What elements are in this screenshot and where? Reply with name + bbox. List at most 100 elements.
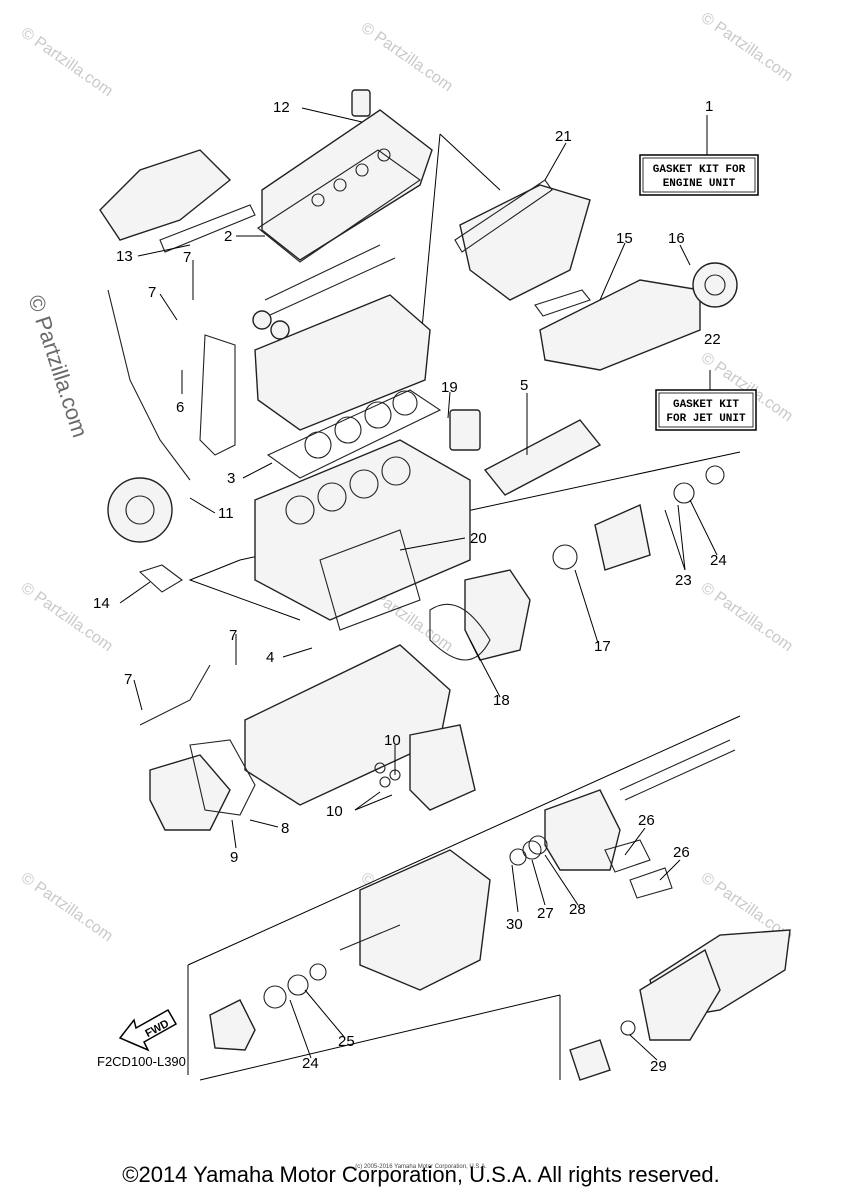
frame-lines — [187, 133, 741, 1081]
part-label-22: 22 — [704, 331, 721, 348]
bearing-housing — [544, 789, 621, 871]
part-label-28: 28 — [569, 901, 586, 918]
part-label-24: 24 — [710, 552, 727, 569]
oil-seal-24 — [673, 482, 695, 504]
part-label-12: 12 — [273, 99, 290, 116]
parts — [99, 89, 791, 1081]
crankcase-gasket — [319, 529, 421, 631]
drive-shaft — [624, 749, 736, 801]
part-label-13: 13 — [116, 248, 133, 265]
part-label-20: 20 — [470, 530, 487, 547]
part-label-25: 25 — [338, 1033, 355, 1050]
pump-gasket-8 — [189, 739, 256, 816]
part-label-3: 3 — [227, 470, 235, 487]
part-label-18: 18 — [493, 692, 510, 709]
watermark: © Partzilla.com — [698, 9, 796, 85]
part-label-7c: 7 — [229, 627, 237, 644]
side-cover — [483, 419, 602, 496]
fwd-arrow: FWD — [118, 1008, 178, 1052]
kit-engine-line1: GASKET KIT FOR — [653, 164, 746, 176]
camshaft — [269, 257, 396, 316]
nozzle-housing — [639, 948, 721, 1041]
part-label-7b: 7 — [148, 284, 156, 301]
o-ring-29 — [620, 1020, 636, 1036]
watermark-large: © Partzilla.com — [23, 292, 93, 441]
kit-box-jet: GASKET KIT FOR JET UNIT — [655, 389, 757, 431]
cylinder-head-gasket — [266, 389, 442, 479]
part-label-5: 5 — [520, 377, 528, 394]
part-label-2: 2 — [224, 228, 232, 245]
part-label-15: 15 — [616, 230, 633, 247]
watermark: © Partzilla.com — [18, 579, 116, 655]
part-label-8: 8 — [281, 820, 289, 837]
part-label-19: 19 — [441, 379, 458, 396]
part-label-10b: 10 — [326, 803, 343, 820]
part-label-16: 16 — [668, 230, 685, 247]
gasket-15 — [534, 289, 591, 317]
part-label-30: 30 — [506, 916, 523, 933]
oil-seal-24-lower — [263, 985, 287, 1009]
jet-pump-housing — [359, 849, 491, 991]
gasket-14 — [138, 564, 183, 593]
kit-jet-line1: GASKET KIT — [673, 399, 739, 411]
part-label-17: 17 — [594, 638, 611, 655]
watermark: © Partzilla.com — [358, 19, 456, 95]
exhaust-gasket — [454, 179, 553, 253]
diagram-code: F2CD100-L390 — [97, 1054, 186, 1069]
camshaft — [264, 244, 381, 301]
cover-gasket-18 — [429, 603, 491, 661]
thermostat-housing — [449, 409, 481, 451]
intake-gasket — [159, 204, 256, 253]
kit-jet-line2: FOR JET UNIT — [666, 413, 746, 425]
kit-engine-line2: ENGINE UNIT — [663, 178, 736, 190]
kit-box-engine: GASKET KIT FOR ENGINE UNIT — [639, 154, 759, 196]
gasket-26 — [604, 839, 651, 873]
cylinder-head — [254, 294, 431, 431]
part-label-23: 23 — [675, 572, 692, 589]
part-label-6: 6 — [176, 399, 184, 416]
part-label-26b: 26 — [673, 844, 690, 861]
oil-seal-25 — [287, 974, 309, 996]
cover-gasket — [257, 149, 421, 263]
part-label-1: 1 — [705, 98, 713, 115]
watermark: © Partzilla.com — [18, 869, 116, 945]
part-label-26: 26 — [638, 812, 655, 829]
supercharger — [107, 477, 173, 543]
watermark: © Partzilla.com — [18, 24, 116, 100]
part-label-27: 27 — [537, 905, 554, 922]
seal-28 — [528, 835, 548, 855]
water-pump — [409, 724, 476, 811]
part-label-21: 21 — [555, 128, 572, 145]
impeller-shaft — [339, 924, 401, 951]
oil-filler-cap — [351, 89, 371, 117]
intake-manifold — [99, 149, 232, 241]
seal-27 — [522, 840, 542, 860]
exhaust-manifold — [459, 184, 591, 301]
small-copyright: (c) 2005-2016 Yamaha Motor Corporation, … — [355, 1164, 487, 1170]
drive-shaft — [619, 739, 731, 791]
output-shaft — [594, 504, 651, 571]
intermediate-housing — [209, 999, 256, 1051]
part-label-29: 29 — [650, 1058, 667, 1075]
exhaust-pipe — [539, 279, 701, 371]
oil-seal-17 — [552, 544, 578, 570]
part-label-9: 9 — [230, 849, 238, 866]
oil-pump — [149, 754, 231, 831]
cylinder-block — [254, 439, 471, 621]
part-label-7d: 7 — [124, 671, 132, 688]
exhaust-flange — [692, 262, 738, 308]
generator-cover — [464, 569, 531, 661]
cylinder-head-cover — [261, 109, 433, 261]
watermark: © Partzilla.com — [698, 579, 796, 655]
oil-pipe — [107, 289, 191, 481]
part-label-14: 14 — [93, 595, 110, 612]
timing-chain — [199, 334, 236, 456]
part-label-11: 11 — [218, 505, 234, 522]
part-label-4: 4 — [266, 649, 274, 666]
gasket-26 — [629, 867, 673, 899]
part-label-7: 7 — [183, 249, 191, 266]
part-label-10: 10 — [384, 732, 401, 749]
leader-lines — [119, 107, 718, 1061]
oil-hose — [139, 664, 211, 726]
